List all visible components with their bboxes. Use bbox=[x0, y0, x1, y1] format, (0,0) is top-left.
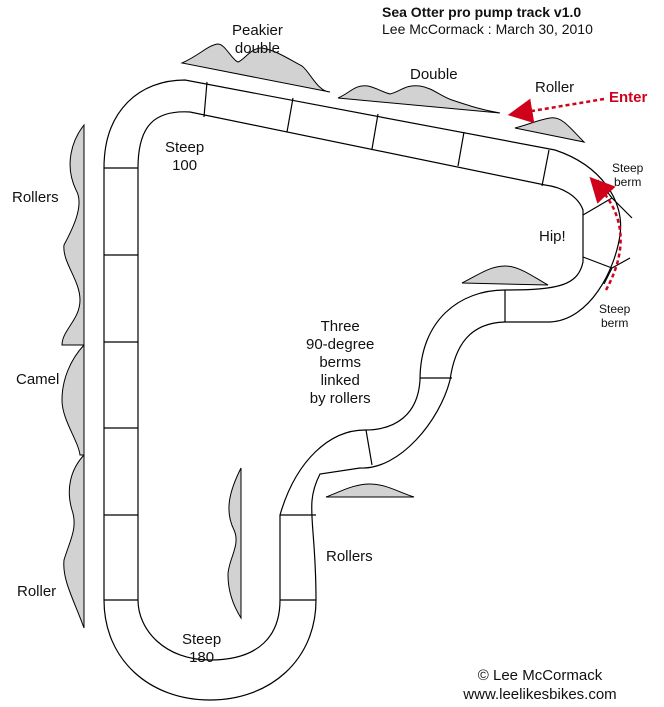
profile-roller-top bbox=[514, 117, 586, 143]
profile-peakier-double bbox=[180, 43, 331, 93]
diagram-subtitle: Lee McCormack : March 30, 2010 bbox=[382, 21, 593, 37]
label-peakier-double: Peakier double bbox=[232, 22, 283, 57]
profile-roller-left bbox=[63, 453, 85, 629]
label-hip: Hip! bbox=[539, 228, 566, 245]
profile-camel bbox=[61, 343, 85, 456]
profile-lower-hump bbox=[325, 483, 415, 498]
header: Sea Otter pro pump track v1.0 Lee McCorm… bbox=[382, 4, 593, 38]
diagram-title: Sea Otter pro pump track v1.0 bbox=[382, 4, 582, 20]
website-text: www.leelikesbikes.com bbox=[463, 686, 617, 703]
profile-rollers-bottom bbox=[227, 467, 242, 620]
label-enter: Enter bbox=[609, 89, 648, 106]
profile-rollers-left bbox=[61, 123, 85, 346]
label-double: Double bbox=[410, 66, 458, 83]
label-roller-left: Roller bbox=[17, 583, 57, 600]
label-steep-berm-top: Steep berm bbox=[612, 161, 644, 189]
footer-credit: © Lee McCormack www.leelikesbikes.com bbox=[440, 666, 640, 704]
track-inner-edge bbox=[137, 111, 584, 661]
track bbox=[103, 79, 633, 701]
label-rollers-left: Rollers bbox=[12, 189, 59, 206]
label-steep-180: Steep 180 bbox=[182, 631, 222, 666]
label-three-berms: Three 90-degree berms linked by rollers bbox=[306, 318, 375, 407]
copyright-text: © Lee McCormack bbox=[477, 667, 603, 684]
enter-arrow bbox=[507, 97, 605, 124]
label-camel: Camel bbox=[16, 371, 60, 388]
hip-arrow bbox=[589, 176, 622, 291]
label-steep-100: Steep 100 bbox=[165, 139, 205, 174]
profile-double bbox=[337, 85, 501, 114]
feature-profiles bbox=[61, 43, 586, 629]
profile-berm-hump bbox=[461, 265, 549, 286]
label-steep-berm-bottom: Steep berm bbox=[599, 302, 631, 330]
label-roller-top: Roller bbox=[535, 79, 575, 96]
label-rollers-bottom: Rollers bbox=[326, 548, 373, 565]
track-outer-edge bbox=[103, 79, 622, 701]
